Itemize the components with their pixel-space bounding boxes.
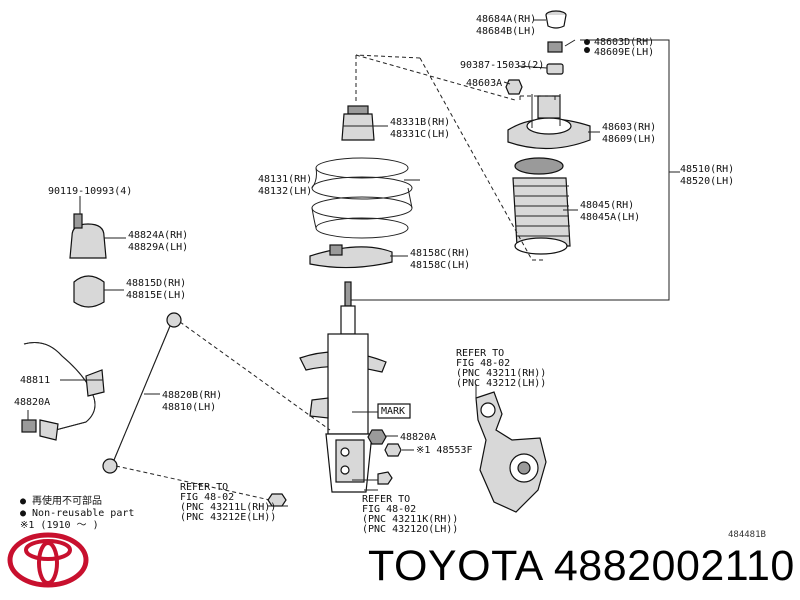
toyota-logo-icon (7, 532, 89, 588)
label-48820b: 48820B(RH) 48810(LH) (162, 390, 228, 413)
label-48158: 48158C(RH) 48158C(LH) (410, 248, 476, 271)
coil-spring-48131-part (311, 157, 413, 239)
label-48815: 48815D(RH) 48815E(LH) (126, 278, 192, 301)
label-refer-knuckle: REFER TO FIG 48-02 (PNC 43211(RH)) (PNC … (456, 348, 552, 389)
leaders-parts (27, 19, 680, 507)
nut-48820a-left-part (21, 419, 37, 433)
stabilizer-bushing-48815-part (73, 275, 105, 308)
diagram-code: 484481B (728, 530, 766, 540)
spring-seat-48158-part (309, 244, 393, 269)
nut-48603d-part (547, 41, 563, 53)
bolt-48553f-part (384, 443, 402, 457)
bump-stopper-48331-part (341, 105, 375, 141)
leader-assembly-bracket (348, 39, 670, 301)
label-90119: 90119-10993(4) (48, 186, 132, 197)
label-48045: 48045(RH) 48045A(LH) (580, 200, 640, 223)
label-48603: 48603(RH) 48609(LH) (602, 122, 662, 145)
bolt-43211k-part (352, 471, 393, 485)
stabilizer-link-48820b-part (102, 312, 182, 474)
mark-label-box: MARK (352, 403, 411, 419)
label-48603a: 48603A (466, 78, 502, 89)
leader-spring-group (355, 54, 545, 261)
nut-48603a-part (505, 79, 523, 95)
label-48820a-left: 48820A (14, 397, 50, 408)
label-48684: 48684A(RH) 48684B(LH) (476, 14, 542, 37)
part-number-caption: TOYOTA 4882002110 (368, 542, 795, 590)
label-48820a-right: 48820A (400, 432, 436, 443)
leader-spring-upper (520, 95, 556, 102)
washer-90387-part (546, 63, 564, 75)
legend: ● 再使用不可部品 ● Non-reusable part ※1 (1910 ～… (20, 494, 140, 531)
label-48331: 48331B(RH) 48331C(LH) (390, 117, 456, 140)
strut-mount-48603-part (507, 94, 591, 150)
label-48553f: ※1 48553F (416, 445, 473, 456)
nut-48820a-right-part (367, 429, 387, 445)
label-refer-bolt1: REFER TO FIG 48-02 (PNC 43211L(RH)) (PNC… (180, 482, 282, 523)
non-reusable-dot-48603d (584, 39, 590, 45)
steering-knuckle-part (475, 391, 547, 513)
mark-label: MARK (381, 406, 405, 417)
label-refer-bolt2: REFER TO FIG 48-02 (PNC 43211K(RH)) (PNC… (362, 494, 464, 535)
stabilizer-bracket-48824-part (69, 213, 107, 259)
label-90387: 90387-15033(2) (460, 60, 544, 71)
leader-strut-top (355, 54, 521, 102)
label-48811: 48811 (20, 375, 50, 386)
strut-cap-part (545, 10, 567, 29)
label-48131: 48131(RH) 48132(LH) (258, 174, 318, 197)
label-48603d: 48603D(RH) 48609E(LH) (594, 37, 660, 58)
leader-link-upper (179, 321, 331, 431)
dust-boot-48045-part (512, 157, 571, 255)
non-reusable-dot-48609e (584, 47, 590, 53)
label-48510: 48510(RH) 48520(LH) (680, 164, 740, 187)
label-48824: 48824A(RH) 48829A(LH) (128, 230, 194, 253)
shock-absorber-part (299, 281, 387, 493)
stabilizer-bar-48811-part (23, 342, 105, 441)
leader-link-lower (115, 465, 271, 501)
